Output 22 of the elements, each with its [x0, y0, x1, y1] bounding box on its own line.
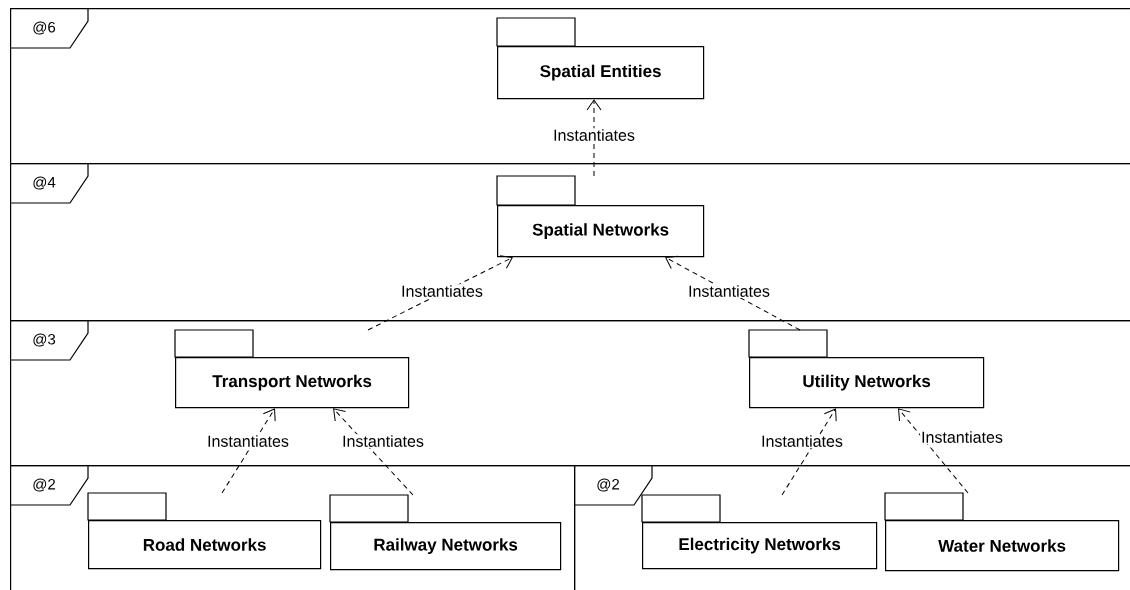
- dependency-arrow: [221, 408, 276, 494]
- edge-label: Instantiates: [920, 430, 1004, 444]
- package-box: Railway Networks: [329, 494, 562, 571]
- package-box: Road Networks: [87, 492, 322, 570]
- package-box: Water Networks: [884, 492, 1120, 572]
- dependency-arrow: [781, 408, 837, 496]
- dependency-arrow: [665, 255, 801, 331]
- dependency-arrow: [586, 99, 602, 177]
- edge-label: Instantiates: [687, 284, 771, 298]
- package-box: Spatial Networks: [496, 175, 705, 258]
- dependency-arrow: [333, 408, 414, 496]
- package-box: Utility Networks: [748, 329, 985, 409]
- edge-label: Instantiates: [341, 434, 425, 448]
- dependency-arrow: [898, 408, 969, 494]
- edge-label: Instantiates: [552, 128, 636, 142]
- dependency-arrow: [367, 255, 513, 331]
- edge-label: Instantiates: [760, 434, 844, 448]
- package-box: Transport Networks: [174, 329, 410, 409]
- edge-label: Instantiates: [400, 284, 484, 298]
- package-box: Electricity Networks: [641, 494, 878, 570]
- edge-label: Instantiates: [206, 434, 290, 448]
- package-box: Spatial Entities: [496, 17, 705, 100]
